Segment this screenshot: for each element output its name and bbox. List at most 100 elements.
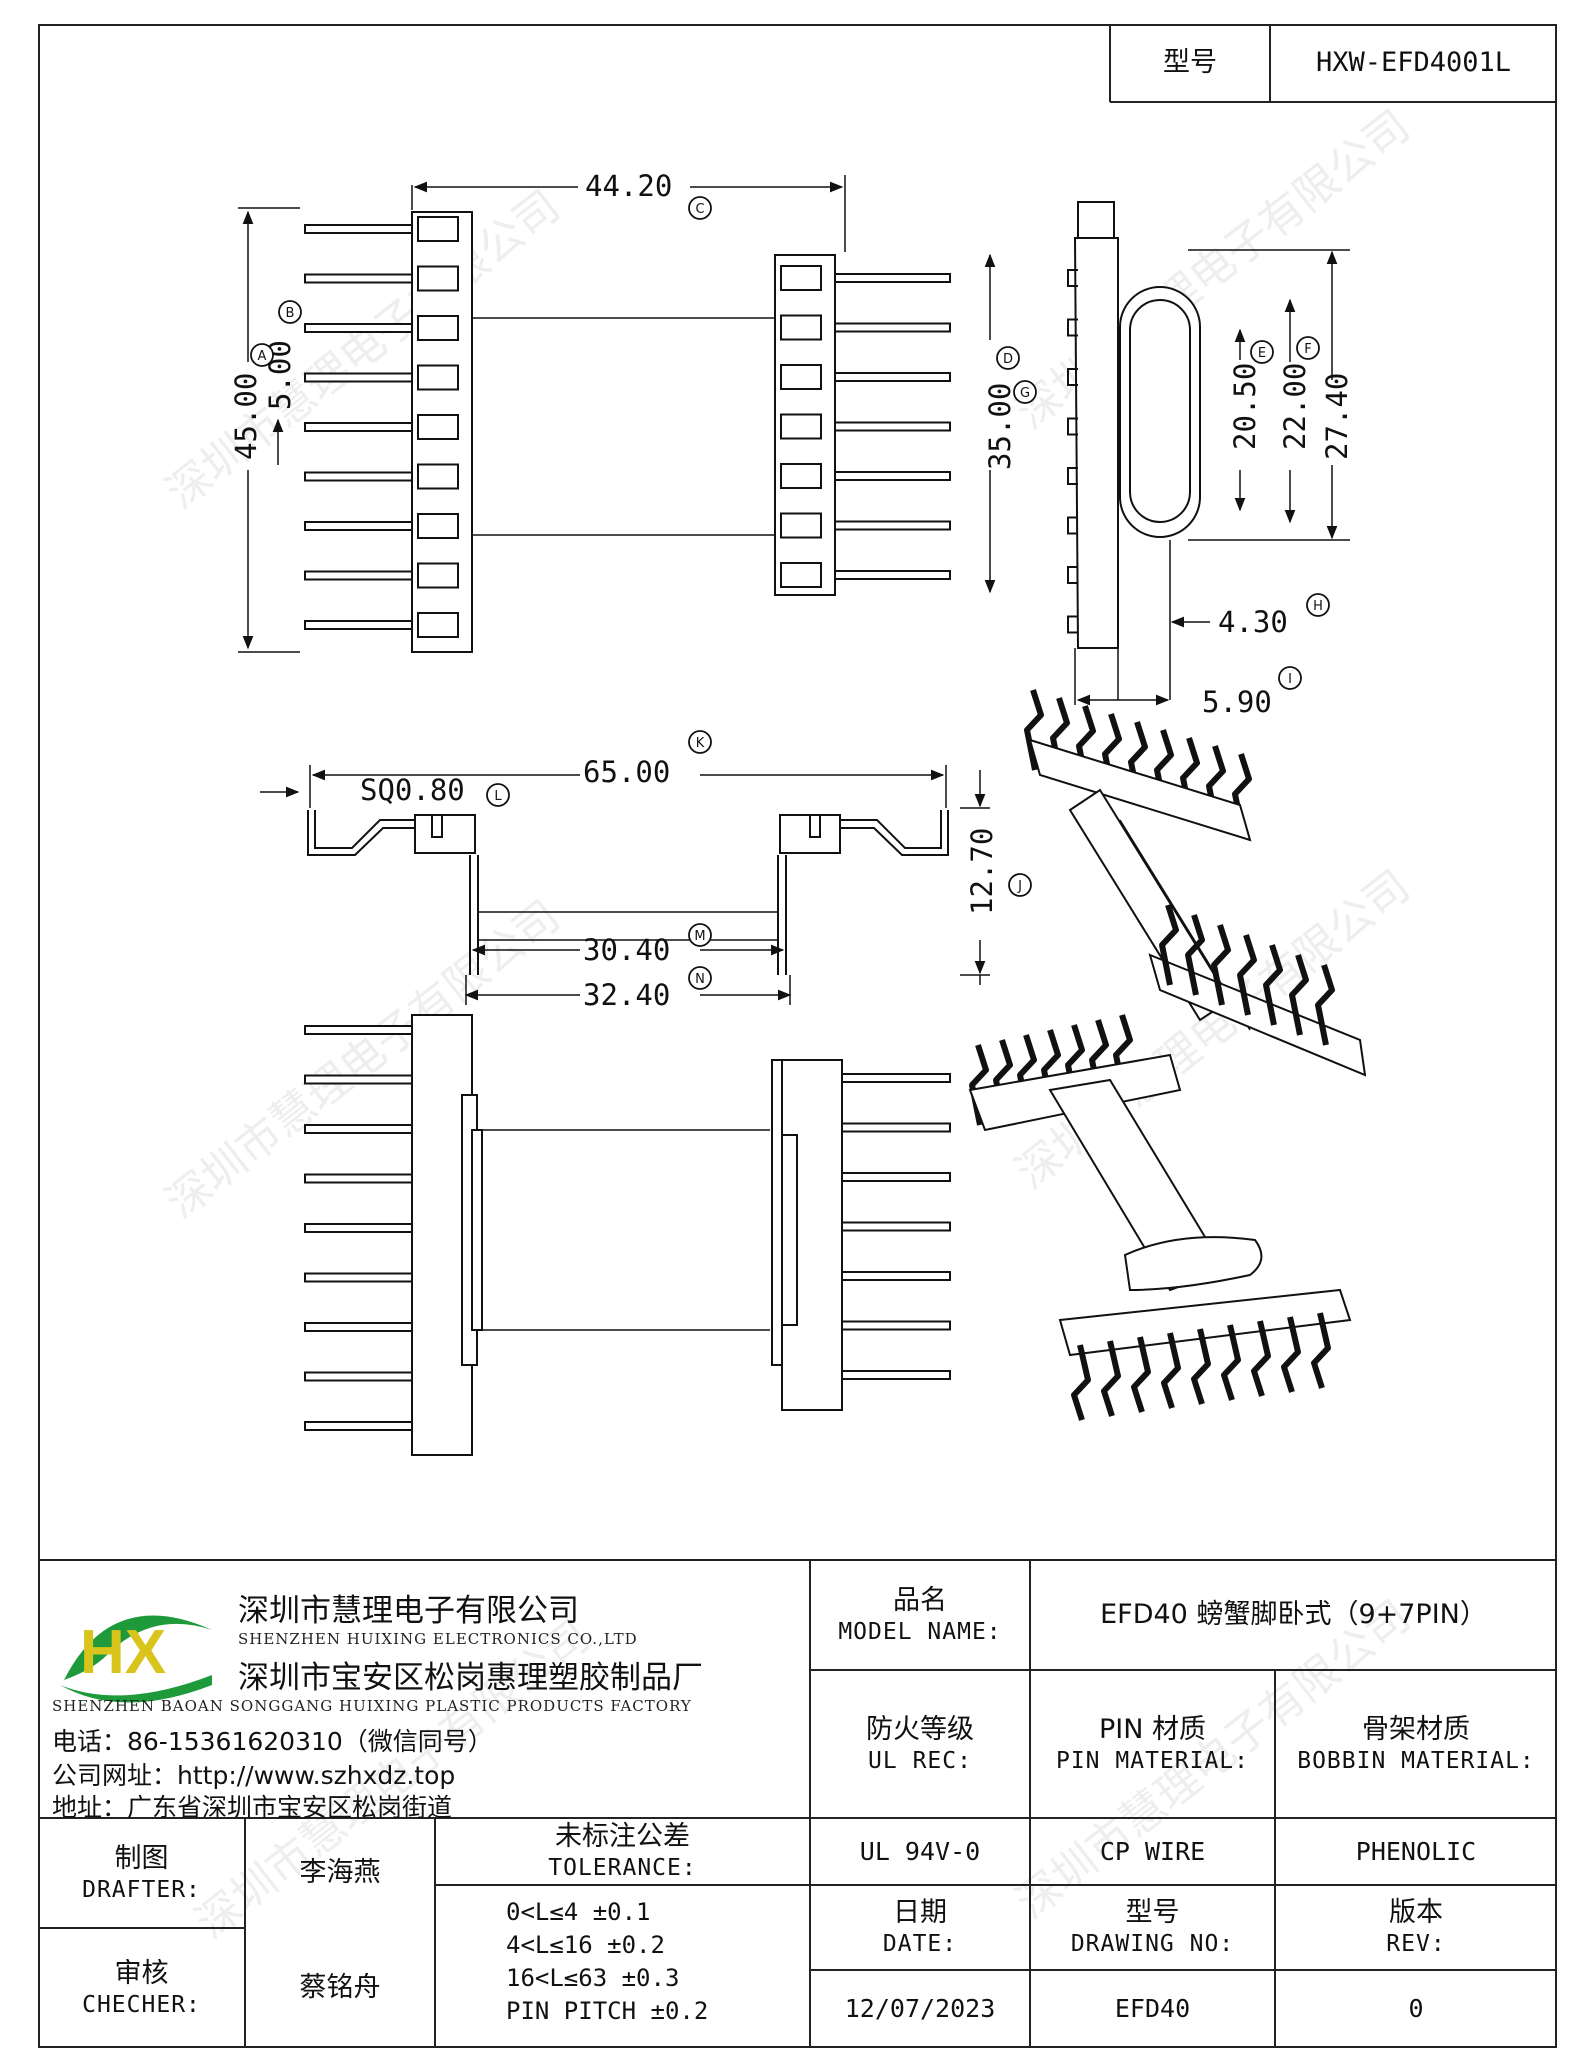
pin [834, 570, 951, 580]
company-phone: 电话：86-15361620310（微信同号） [52, 1727, 493, 1756]
revision-label: 版本 REV: [1386, 1897, 1446, 1957]
pin [304, 422, 413, 432]
side-pin-tab [1067, 368, 1078, 386]
product-label: 品名 MODEL NAME: [838, 1584, 1002, 1645]
dim-30-40: 30.40 [583, 933, 670, 967]
company-website[interactable]: 公司网址：http://www.szhxdz.top [52, 1761, 456, 1790]
model-value: HXW-EFD4001L [1315, 47, 1512, 79]
reference-marker-letter: J [1017, 879, 1022, 894]
tolerance-line: PIN PITCH ±0.2 [506, 1997, 709, 2025]
pin [834, 322, 951, 333]
iso-pin [1289, 954, 1309, 1036]
pin [834, 421, 951, 432]
revision-value: 0 [1408, 1994, 1424, 2024]
pin [841, 1122, 951, 1133]
side-pin-tab [1067, 318, 1078, 337]
pin [304, 1074, 413, 1085]
iso-view-bottom [968, 1014, 1352, 1421]
reference-marker [1278, 666, 1302, 690]
reference-marker [688, 196, 712, 220]
iso-pin [1211, 924, 1231, 1006]
iso-view-top [1024, 689, 1367, 1077]
pin-slot [780, 413, 822, 440]
side-pin-tab [1067, 516, 1078, 535]
iso-pin [1191, 1328, 1211, 1405]
dim-32-40: 32.40 [583, 978, 670, 1012]
dim-44-20: 44.20 [585, 169, 672, 203]
bobbin-material-value: PHENOLIC [1355, 1836, 1477, 1866]
pin-slot [417, 265, 459, 292]
factory-name-cn: 深圳市宝安区松岗惠理塑胶制品厂 [238, 1660, 703, 1696]
pin-slot [417, 216, 459, 242]
pin-material-label: PIN 材质 PIN MATERIAL: [1055, 1713, 1249, 1774]
pin [304, 224, 413, 234]
right-flange-slots [780, 265, 822, 588]
reference-marker [1306, 593, 1330, 617]
reference-marker [1296, 336, 1320, 360]
iso-pin [1281, 1316, 1301, 1393]
pin [304, 1421, 413, 1431]
pin [304, 570, 413, 581]
reference-marker-letter: F [1304, 342, 1311, 357]
right-pin-row [834, 273, 951, 580]
pin-slot [417, 612, 459, 638]
checker-label: 审核 CHECHER: [82, 1957, 201, 2018]
pin-slot [780, 512, 822, 539]
pin [304, 620, 413, 630]
dim-35-00: 35.00 [983, 383, 1017, 470]
iso-pin [1263, 944, 1283, 1026]
iso-pin [1315, 964, 1335, 1046]
plan-view [304, 1014, 951, 1456]
bottom-right-pin-row [841, 1073, 951, 1380]
side-pin-tab [1067, 269, 1078, 287]
reference-marker [688, 923, 712, 947]
pin [841, 1172, 951, 1182]
iso-pin [1221, 1324, 1241, 1401]
side-pin-tab [1067, 467, 1078, 485]
fire-rating-value: UL 94V-0 [859, 1836, 981, 1866]
iso-pin [1071, 1344, 1091, 1421]
pin [841, 1073, 951, 1083]
drawing-no-value: EFD40 [1114, 1994, 1191, 2024]
reference-marker [688, 730, 712, 754]
company-address: 地址：广东省深圳市宝安区松岗街道 [52, 1793, 453, 1822]
reference-marker-letter: C [695, 202, 704, 217]
dim-4-30: 4.30 [1218, 605, 1288, 639]
pin-slot [780, 463, 822, 489]
reference-marker-letter: A [258, 349, 267, 364]
tolerance-line: 16<L≤63 ±0.3 [506, 1964, 680, 1992]
iso-pin [1131, 1336, 1151, 1413]
pin [304, 1322, 413, 1332]
elevation-view [260, 765, 990, 1005]
pin-slot [780, 314, 822, 341]
pin-slot [417, 562, 459, 589]
pin [304, 273, 413, 284]
pin-slot [780, 364, 822, 390]
pin [304, 323, 413, 333]
reference-marker-letter: H [1313, 599, 1323, 614]
reference-marker [278, 300, 302, 324]
pin [841, 1221, 951, 1232]
pin [304, 1025, 413, 1035]
iso-pin [1161, 1332, 1181, 1409]
reference-marker [996, 346, 1020, 370]
date-label: 日期 DATE: [882, 1897, 958, 1957]
pin [304, 1173, 413, 1184]
tolerance-line: 4<L≤16 ±0.2 [506, 1931, 665, 1959]
front-view [238, 175, 996, 653]
reference-marker-letter: I [1288, 672, 1292, 687]
pin-slot [417, 364, 459, 391]
dim-27-40: 27.40 [1320, 373, 1354, 460]
iso-pin [1101, 1340, 1121, 1417]
svg-text:HX: HX [80, 1618, 166, 1687]
pin [304, 1371, 413, 1382]
dim-12-70: 12.70 [965, 828, 999, 915]
model-label: 型号 [1163, 47, 1217, 79]
bobbin-material-label: 骨架材质 BOBBIN MATERIAL: [1297, 1713, 1535, 1774]
iso-pin [1251, 1320, 1271, 1397]
pin [834, 471, 951, 481]
pin-slot [780, 265, 822, 291]
product-value: EFD40 螃蟹脚卧式（9+7PIN） [1100, 1599, 1487, 1631]
drafter-name: 李海燕 [299, 1857, 381, 1889]
